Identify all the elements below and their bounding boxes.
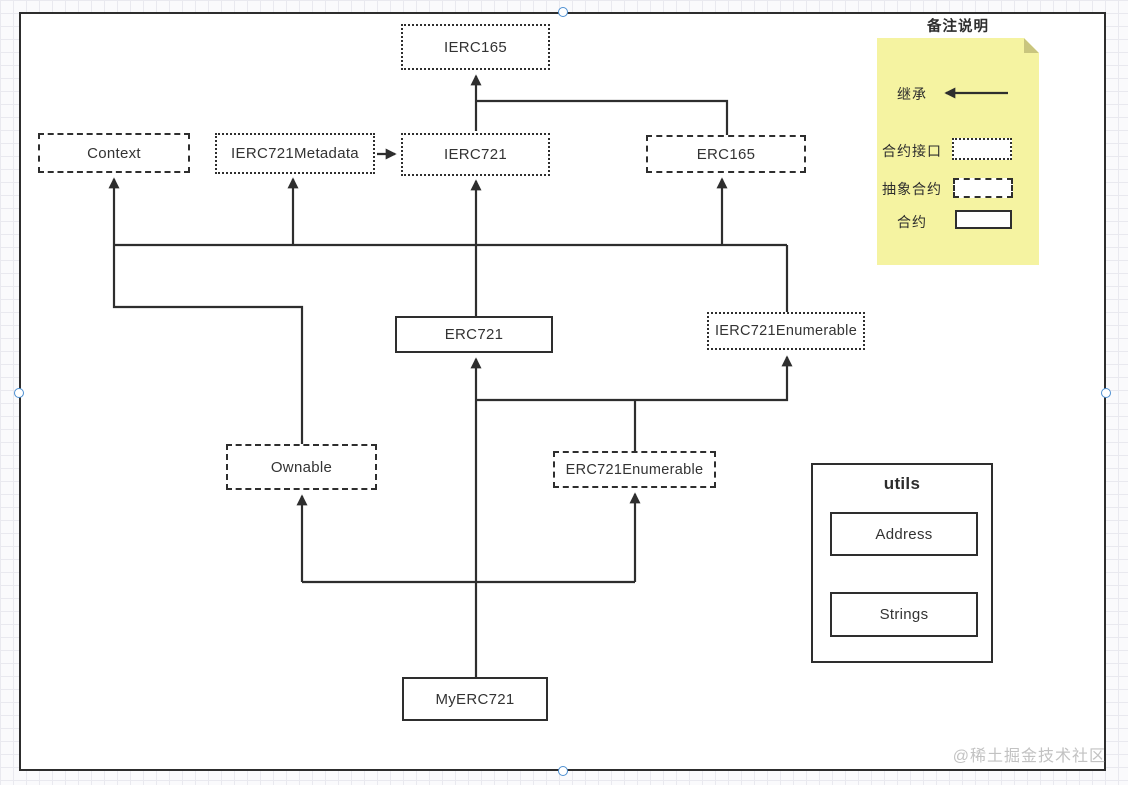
legend-contract-label: 合约 (897, 214, 927, 230)
node-myerc721[interactable]: MyERC721 (402, 677, 548, 721)
node-erc165[interactable]: ERC165 (646, 135, 806, 173)
node-address[interactable]: Address (830, 512, 978, 556)
node-label: MyERC721 (435, 690, 515, 708)
node-ownable[interactable]: Ownable (226, 444, 377, 490)
node-label: Context (87, 144, 141, 162)
selection-handle-top[interactable] (558, 7, 568, 17)
node-ierc721enumerable[interactable]: IERC721Enumerable (707, 312, 865, 350)
node-label: IERC721Enumerable (714, 323, 858, 339)
legend-abstract-label: 抽象合约 (882, 181, 942, 197)
node-ierc721metadata[interactable]: IERC721Metadata (215, 133, 375, 174)
watermark: @稀土掘金技术社区 (952, 748, 1106, 765)
selection-handle-bottom[interactable] (558, 766, 568, 776)
utils-group-title: utils (883, 474, 921, 493)
node-erc721[interactable]: ERC721 (395, 316, 553, 353)
node-label: Address (875, 525, 933, 543)
node-strings[interactable]: Strings (830, 592, 978, 637)
legend-interface-label: 合约接口 (882, 143, 942, 159)
node-label: IERC721 (444, 146, 507, 163)
node-context[interactable]: Context (38, 133, 190, 173)
legend-contract-swatch (955, 210, 1012, 229)
legend-title: 备注说明 (927, 19, 989, 35)
node-label: Ownable (270, 458, 333, 476)
legend-sticky-note[interactable]: 继承 合约接口 抽象合约 合约 (877, 38, 1039, 265)
node-label: Strings (879, 606, 929, 623)
node-label: ERC721Enumerable (565, 461, 704, 478)
legend-inheritance-label: 继承 (897, 86, 927, 102)
selection-handle-left[interactable] (14, 388, 24, 398)
node-ierc165[interactable]: IERC165 (401, 24, 550, 70)
node-ierc721[interactable]: IERC721 (401, 133, 550, 176)
node-label: IERC721Metadata (231, 145, 359, 162)
legend-abstract-swatch (953, 178, 1013, 198)
node-label: ERC721 (444, 326, 504, 343)
legend-interface-swatch (952, 138, 1012, 160)
node-erc721enumerable[interactable]: ERC721Enumerable (553, 451, 716, 488)
selection-handle-right[interactable] (1101, 388, 1111, 398)
node-label: IERC165 (444, 38, 507, 56)
node-label: ERC165 (696, 145, 756, 163)
